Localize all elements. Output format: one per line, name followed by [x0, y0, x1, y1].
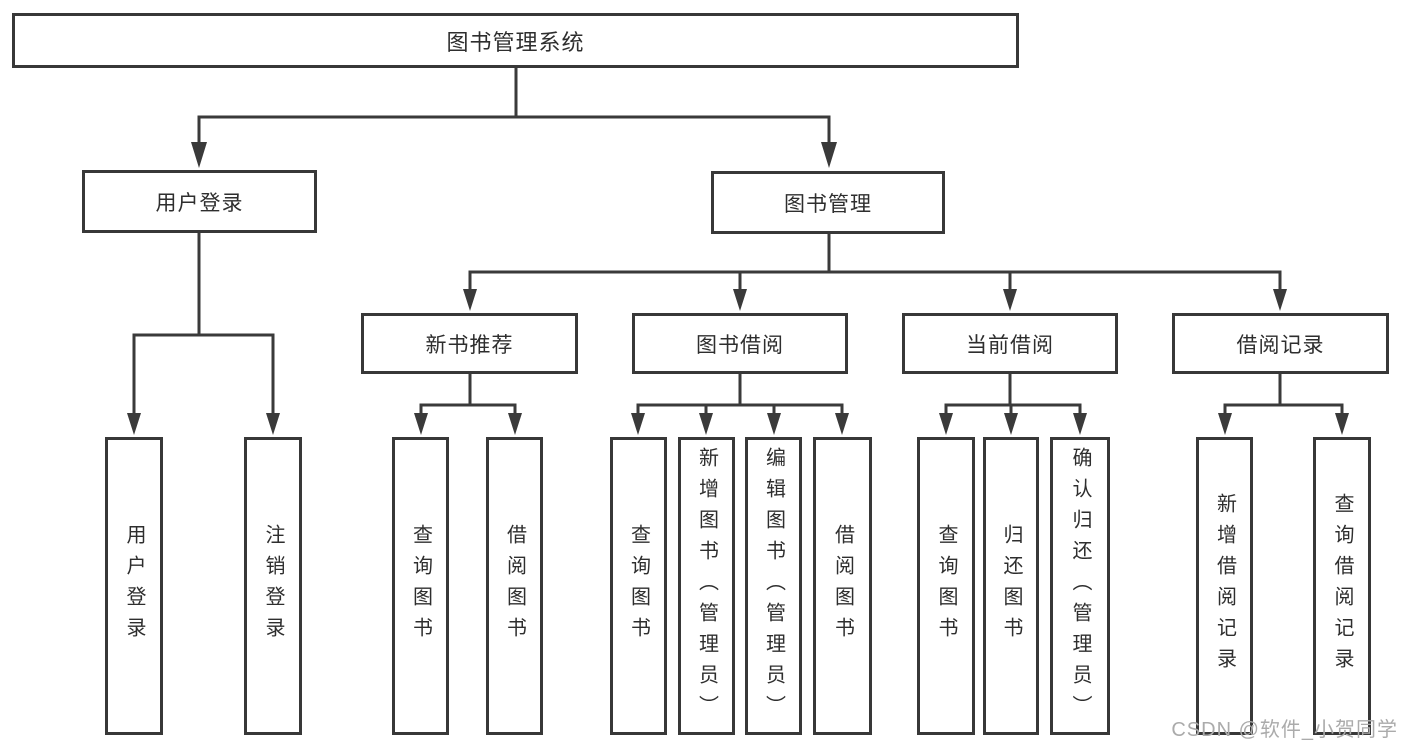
node-label: 注销登录 [262, 524, 284, 648]
csdn-watermark: CSDN @软件_小贺同学 [1171, 719, 1398, 741]
node-add-books-admin: 新增图书（管理员） [678, 437, 735, 735]
node-label: 新增图书（管理员） [695, 446, 718, 726]
node-label: 查询图书 [627, 524, 650, 648]
node-borrow-books: 借阅图书 [813, 437, 872, 735]
node-query-books-recommend: 查询图书 [392, 437, 449, 735]
node-leaf-user-login: 用户登录 [105, 437, 163, 735]
node-label: 用户登录 [123, 524, 145, 648]
node-edit-books-admin: 编辑图书（管理员） [745, 437, 802, 735]
node-label: 借阅图书 [503, 524, 526, 648]
node-label: 确认归还（管理员） [1069, 446, 1091, 726]
node-return-books: 归还图书 [983, 437, 1039, 735]
node-borrowing-records: 借阅记录 [1172, 313, 1389, 374]
connector-paths [132, 66, 1344, 421]
node-label: 查询图书 [409, 524, 432, 648]
node-add-borrow-record: 新增借阅记录 [1196, 437, 1253, 735]
node-current-borrowing: 当前借阅 [902, 313, 1118, 374]
node-label: 用户登录 [155, 191, 244, 215]
node-label: 查询借阅记录 [1331, 493, 1353, 679]
node-book-borrowing: 图书借阅 [632, 313, 848, 374]
node-book-management: 图书管理 [711, 171, 945, 234]
node-label: 新增借阅记录 [1213, 493, 1236, 679]
node-leaf-logout: 注销登录 [244, 437, 302, 735]
node-label: 图书借阅 [696, 333, 784, 357]
node-label: 图书管理 [784, 192, 872, 216]
node-label: 借阅图书 [831, 524, 854, 648]
node-query-books-current: 查询图书 [917, 437, 975, 735]
node-confirm-return-admin: 确认归还（管理员） [1050, 437, 1110, 735]
node-label: 查询图书 [935, 524, 957, 648]
node-query-books-borrow: 查询图书 [610, 437, 667, 735]
node-label: 归还图书 [1000, 524, 1022, 648]
node-query-borrow-record: 查询借阅记录 [1313, 437, 1371, 735]
node-label: 借阅记录 [1236, 333, 1325, 357]
node-label: 新书推荐 [425, 333, 514, 357]
node-label: 图书管理系统 [446, 29, 585, 55]
node-borrow-books-recommend: 借阅图书 [486, 437, 543, 735]
node-library-management-system: 图书管理系统 [12, 13, 1019, 68]
node-user-login: 用户登录 [82, 170, 317, 233]
node-label: 编辑图书（管理员） [762, 446, 785, 726]
node-new-book-recommendation: 新书推荐 [361, 313, 578, 374]
node-label: 当前借阅 [966, 333, 1054, 357]
